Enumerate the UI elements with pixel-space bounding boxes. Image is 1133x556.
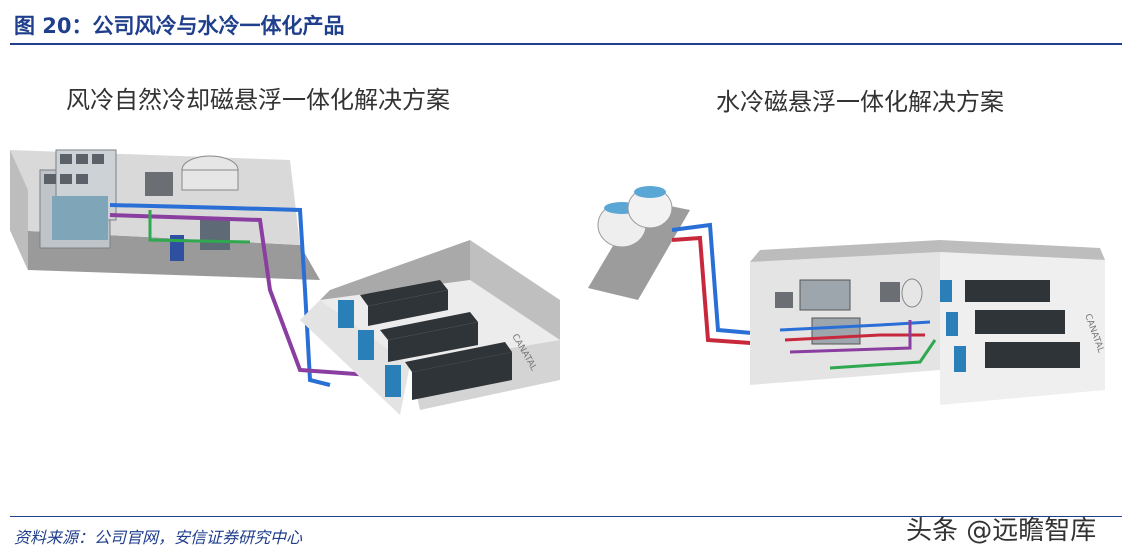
water-cooled-illustration: CANATAL	[588, 186, 1105, 405]
figure-title: 图 20：公司风冷与水冷一体化产品	[14, 14, 345, 38]
air-cooled-illustration: CANATAL	[10, 149, 560, 415]
right-panel-title: 水冷磁悬浮一体化解决方案	[716, 88, 1004, 116]
watermark: 头条 @远瞻智库	[906, 516, 1097, 546]
footer-divider	[10, 516, 1122, 517]
left-panel-title: 风冷自然冷却磁悬浮一体化解决方案	[66, 86, 450, 114]
title-divider	[10, 43, 1122, 45]
source-note: 资料来源：公司官网，安信证券研究中心	[14, 528, 303, 547]
